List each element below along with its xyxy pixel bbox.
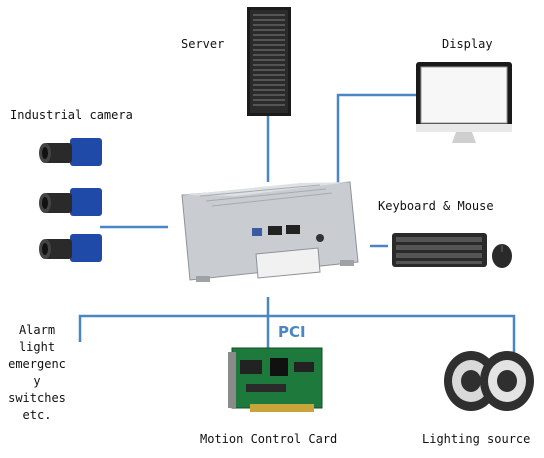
link-display xyxy=(336,93,416,185)
alarm-label: Alarm light emergenc y switches etc. xyxy=(6,322,68,424)
alarm-line: switches xyxy=(8,391,66,405)
alarm-line: light xyxy=(18,340,56,354)
lighting-source-label: Lighting source xyxy=(422,432,531,446)
alarm-line: Alarm xyxy=(18,323,56,337)
server-icon xyxy=(247,7,291,116)
camera-icon xyxy=(39,138,102,262)
monitor-icon xyxy=(416,62,512,143)
motion-control-card-icon xyxy=(228,347,323,412)
camera-label: Industrial camera xyxy=(10,108,133,122)
alarm-line: etc. xyxy=(22,408,52,422)
server-label: Server xyxy=(181,37,225,51)
display-label: Display xyxy=(442,37,493,51)
keyboard-mouse-label: Keyboard & Mouse xyxy=(378,199,494,213)
motion-control-card-label: Motion Control Card xyxy=(200,432,338,446)
pci-bus-label: PCI xyxy=(278,323,306,341)
alarm-line: y xyxy=(33,374,41,388)
pci-bus-line xyxy=(78,314,516,355)
keyboard-mouse-icon xyxy=(392,233,512,268)
alarm-line: emergenc xyxy=(8,357,66,371)
lighting-source-icon xyxy=(444,351,534,411)
connector-lines xyxy=(78,93,516,355)
industrial-pc-icon xyxy=(181,181,359,282)
